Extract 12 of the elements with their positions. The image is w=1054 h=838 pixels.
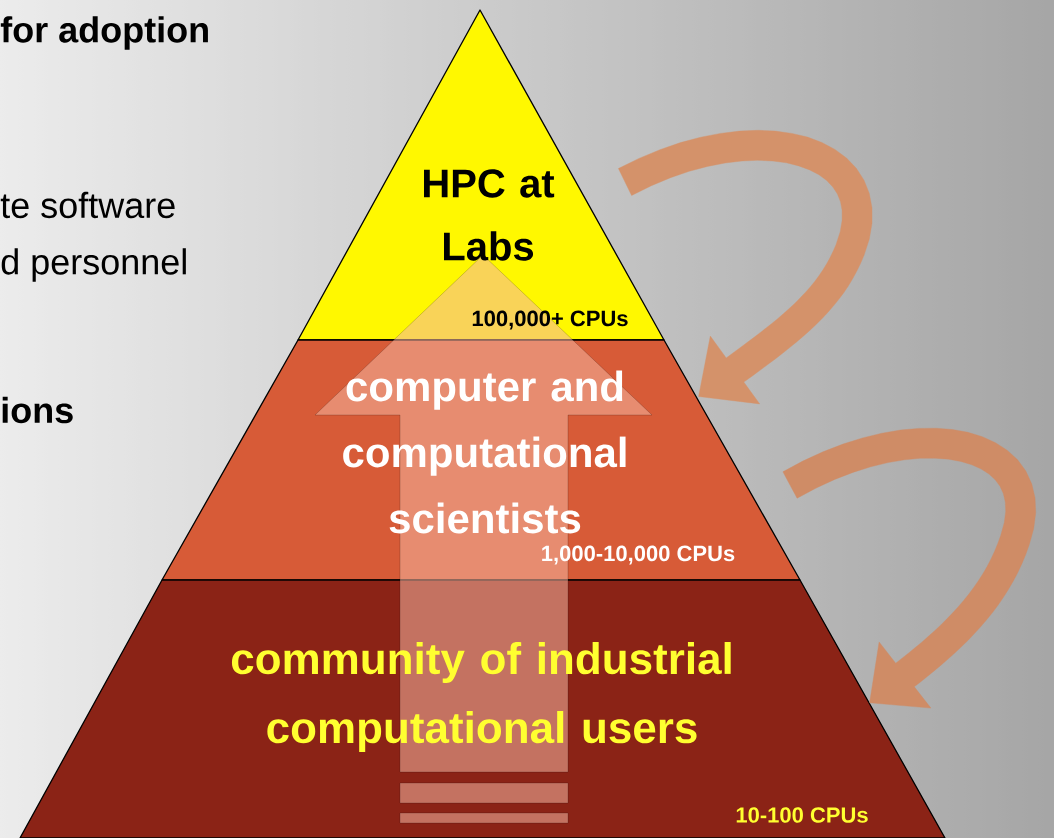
capacity-label: 1,000-10,000 CPUs [542, 545, 735, 565]
text-fragment: ions [2, 396, 73, 424]
curved-arrow [618, 130, 873, 405]
capacity-label: 10-100 CPUs [736, 807, 868, 823]
text-fragment: d personnel [1, 248, 186, 282]
tier-title: HPC at Labs [424, 169, 555, 261]
text-fragment: for adoption [0, 16, 208, 50]
capacity-label: 100,000+ CPUs [472, 310, 628, 330]
block-arrow [314, 254, 653, 824]
curved-arrow [782, 428, 1036, 709]
tier-title: computer and computational scientists [343, 370, 626, 534]
text-fragment: te software [0, 191, 175, 219]
